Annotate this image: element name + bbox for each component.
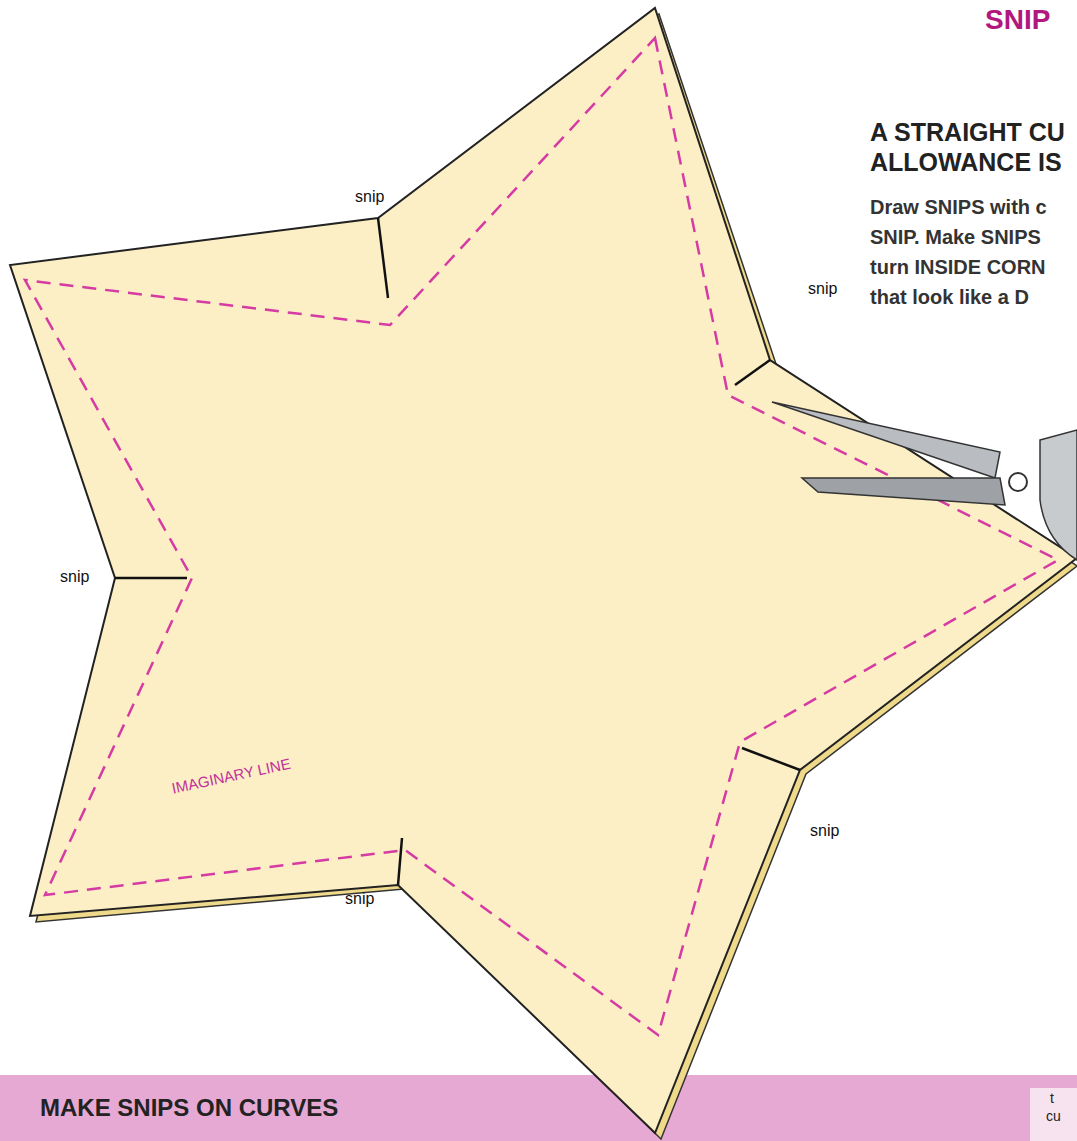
- scissors: [772, 402, 1077, 560]
- subheading: ALLOWANCE IS: [870, 148, 1062, 177]
- fabric-star: [10, 8, 1077, 1133]
- inset-panel: [1030, 1088, 1077, 1141]
- seam-line: [25, 38, 1058, 1035]
- section-band: MAKE SNIPS ON CURVES: [0, 1075, 600, 1141]
- snip-cuts: [115, 218, 800, 885]
- snip-label: snip: [355, 188, 384, 206]
- section-heading: SNIP: [985, 4, 1050, 36]
- instruction-text: that look like a D: [870, 286, 1029, 309]
- instruction-text: SNIP. Make SNIPS: [870, 226, 1041, 249]
- instruction-text: turn INSIDE CORN: [870, 256, 1046, 279]
- band-heading: MAKE SNIPS ON CURVES: [40, 1094, 338, 1122]
- snip-label: snip: [808, 280, 837, 298]
- subheading: A STRAIGHT CU: [870, 118, 1065, 147]
- inset-text: cu: [1046, 1108, 1061, 1124]
- snip-label: snip: [810, 822, 839, 840]
- inset-text: t: [1050, 1090, 1054, 1106]
- pink-band: [0, 1075, 1077, 1141]
- snip-label: snip: [345, 890, 374, 908]
- snip-label: snip: [60, 568, 89, 586]
- instruction-text: Draw SNIPS with c: [870, 196, 1047, 219]
